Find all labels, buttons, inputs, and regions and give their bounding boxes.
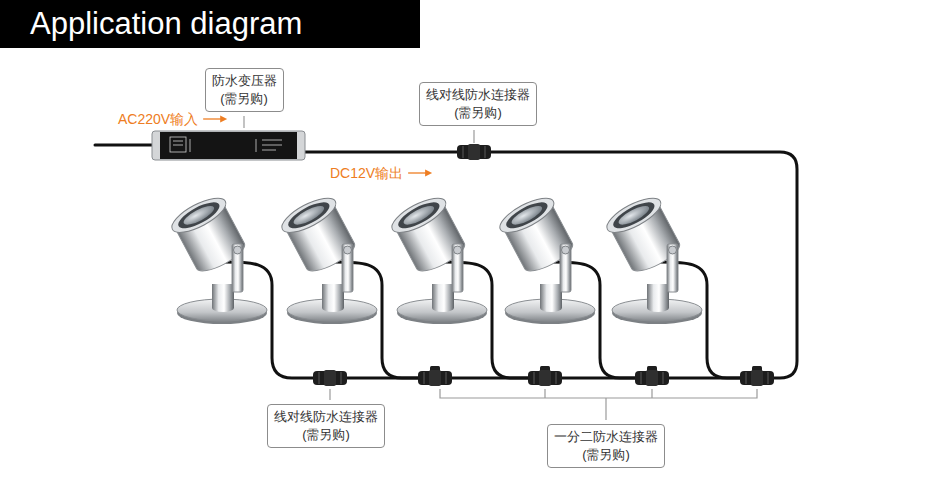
flow-arrow [408,170,432,177]
spotlight [277,191,377,324]
callout-text: 一分二防水连接器 (需另购) [554,428,658,464]
leader-line [605,398,606,420]
split-connector [528,366,562,386]
split-connector [635,366,669,386]
callout-box: 防水变压器 (需另购) [205,68,284,112]
wires [95,145,797,378]
title-text: Application diagram [0,0,420,48]
transformer-mark [262,150,276,151]
arrow-shaft [203,118,223,119]
output-wire [305,151,458,154]
feed-wire [490,152,797,378]
leader-line [329,389,330,400]
callout-box: 一分二防水连接器 (需另购) [547,424,665,468]
transformer-mark [173,145,183,146]
wire-connector [313,370,347,386]
split-connector [740,366,774,386]
input-wire [95,144,152,147]
transformer-mark [256,139,257,152]
arrow-head [425,170,432,177]
callout-text: 线对线防水连接器 (需另购) [426,86,530,122]
callout-text: 防水变压器 (需另购) [212,72,277,108]
flow-arrow [203,116,227,123]
bracket [440,389,757,398]
leader-line [243,116,244,128]
callout-box: 线对线防水连接器 (需另购) [419,82,537,126]
input-voltage-label: AC220V输入 [118,110,198,128]
transformer-mark [170,137,186,152]
callout-text: 线对线防水连接器 (需另购) [274,408,378,444]
transformer [152,131,305,160]
transformer-mark [173,141,183,142]
callout-box: 线对线防水连接器 (需另购) [267,404,385,448]
transformer-body [160,132,297,159]
leader-line [473,130,474,143]
spotlight [602,191,702,324]
transformer-mark [190,139,191,152]
bracket-tick [651,389,652,398]
title-bar: Application diagram [0,0,420,48]
wire-connector [457,144,491,160]
spotlight [167,191,267,324]
spotlight [495,191,595,324]
bracket-tick [544,389,545,398]
transformer-case [152,131,305,160]
leaders [244,116,757,420]
transformer-mark [262,140,282,141]
output-voltage-label: DC12V输出 [330,164,403,182]
transformer-mark [262,145,282,146]
split-connector [418,366,452,386]
spotlight [387,191,487,324]
arrow-head [220,116,227,123]
